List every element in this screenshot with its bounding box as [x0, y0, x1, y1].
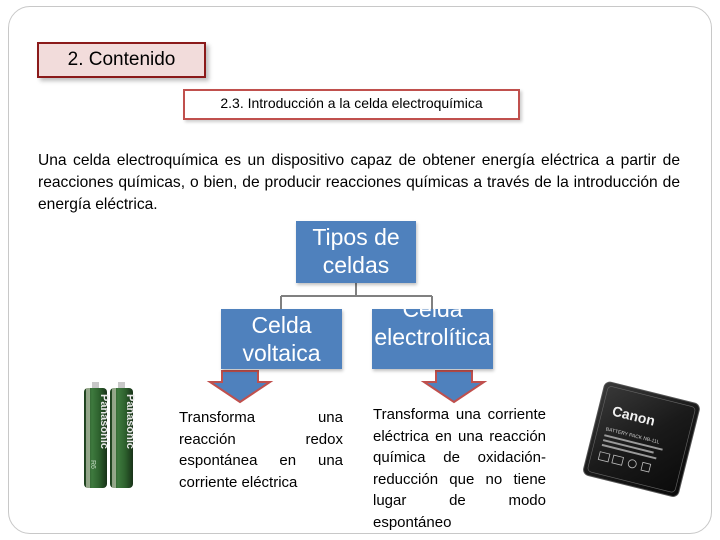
node-tipos-de-celdas: Tipos de celdas	[296, 221, 416, 283]
battery-left: Panasonic	[84, 382, 110, 488]
battery-right: Panasonic	[110, 382, 136, 488]
battery-model-text: R6	[89, 460, 96, 469]
section-title-text: 2. Contenido	[67, 49, 176, 70]
subtitle-text: 2.3. Introducción a la celda electroquím…	[220, 95, 483, 111]
intro-paragraph: Una celda electroquímica es un dispositi…	[38, 152, 680, 213]
node-root-label: Tipos de celdas	[312, 224, 400, 278]
node-celda-voltaica: Celda voltaica	[221, 309, 342, 369]
subtitle-box	[183, 89, 520, 120]
down-arrow-right	[420, 370, 488, 404]
connector-lines	[280, 283, 433, 309]
electrolytic-description: Transforma una corriente eléctrica en un…	[373, 406, 546, 531]
node-left-label: Celda voltaica	[242, 312, 321, 366]
node-celda-electrolitica: Celda electrolítica	[372, 309, 493, 369]
battery-brand-text-2: Panasonic	[124, 394, 136, 449]
voltaic-description: Transforma una reacción redox espontánea…	[179, 409, 343, 491]
canon-battery-image: Canon BATTERY PACK NB-11L	[583, 381, 700, 497]
node-right-label: Celda electrolítica	[374, 309, 491, 350]
panasonic-batteries-image: Panasonic Panasonic R6	[84, 382, 136, 488]
battery-brand-text: Panasonic	[98, 394, 110, 449]
down-arrow-left	[206, 370, 274, 404]
section-title: 2. Contenido	[37, 42, 206, 78]
